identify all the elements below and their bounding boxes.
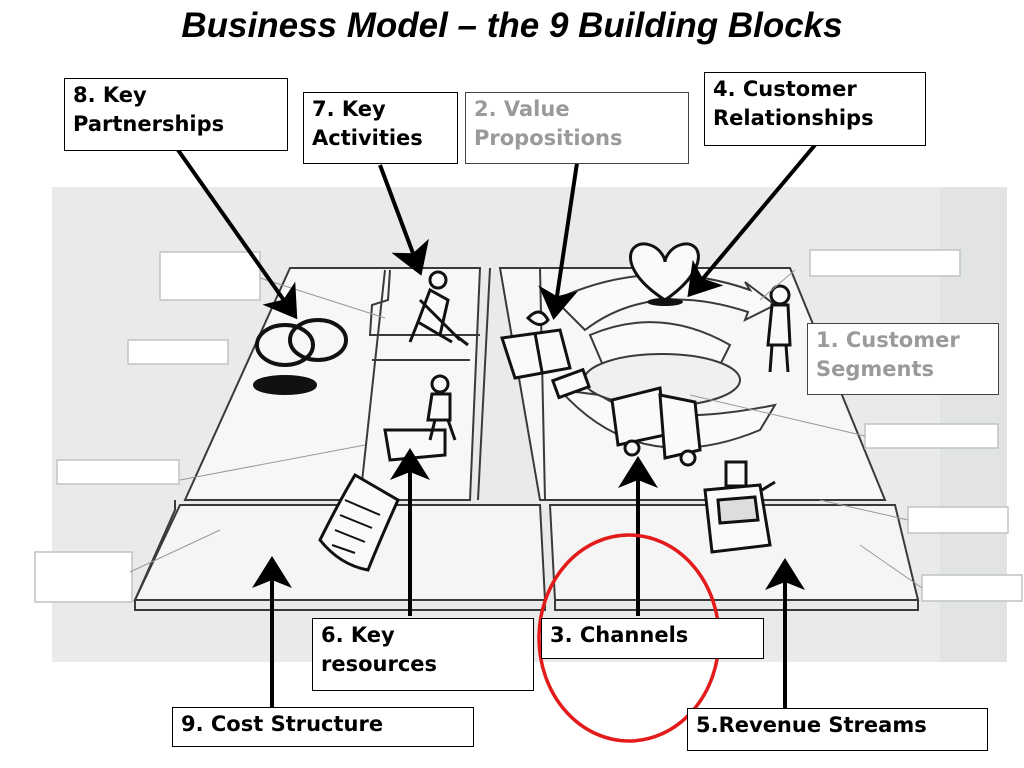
label-customer-relationships: 4. Customer Relationships bbox=[704, 72, 926, 146]
label-key-partnerships: 8. Key Partnerships bbox=[64, 78, 288, 151]
arrow-key-partnerships bbox=[176, 148, 298, 320]
label-cost-structure-text: 9. Cost Structure bbox=[181, 712, 384, 736]
rings-icon bbox=[253, 318, 348, 395]
label-revenue-streams-text: 5.Revenue Streams bbox=[696, 713, 927, 737]
arrow-value-propositions bbox=[538, 162, 579, 320]
page-title: Business Model – the 9 Building Blocks bbox=[181, 6, 843, 45]
label-customer-segments-text: 1. Customer Segments bbox=[816, 328, 960, 381]
label-key-activities-text: 7. Key Activities bbox=[312, 97, 423, 150]
pointer-arrows bbox=[176, 143, 817, 710]
placeholder-tags bbox=[34, 249, 1023, 603]
board-dividers bbox=[134, 267, 919, 611]
label-key-resources-text: 6. Key resources bbox=[321, 623, 438, 676]
gift-box-icon bbox=[500, 310, 591, 400]
arrow-customer-relationships bbox=[687, 143, 817, 298]
truck-icon bbox=[610, 386, 702, 467]
heart-icon bbox=[629, 242, 700, 302]
cash-register-icon bbox=[703, 460, 776, 554]
label-channels-text: 3. Channels bbox=[550, 623, 689, 647]
label-value-propositions-text: 2. Value Propositions bbox=[474, 97, 623, 150]
label-revenue-streams: 5.Revenue Streams bbox=[687, 708, 988, 751]
label-value-propositions: 2. Value Propositions bbox=[465, 92, 689, 164]
label-key-partnerships-text: 8. Key Partnerships bbox=[73, 83, 225, 136]
label-customer-relationships-text: 4. Customer Relationships bbox=[713, 77, 874, 130]
contract-icon bbox=[318, 472, 400, 572]
digging-person-icon bbox=[408, 270, 469, 347]
label-key-resources: 6. Key resources bbox=[312, 618, 534, 691]
arrow-key-activities bbox=[378, 164, 429, 276]
standing-person-icon bbox=[766, 284, 792, 373]
label-customer-segments: 1. Customer Segments bbox=[807, 323, 999, 395]
heart-shadow bbox=[647, 298, 683, 306]
label-cost-structure: 9. Cost Structure bbox=[172, 707, 474, 747]
label-channels: 3. Channels bbox=[541, 618, 764, 659]
label-key-activities: 7. Key Activities bbox=[303, 92, 458, 164]
